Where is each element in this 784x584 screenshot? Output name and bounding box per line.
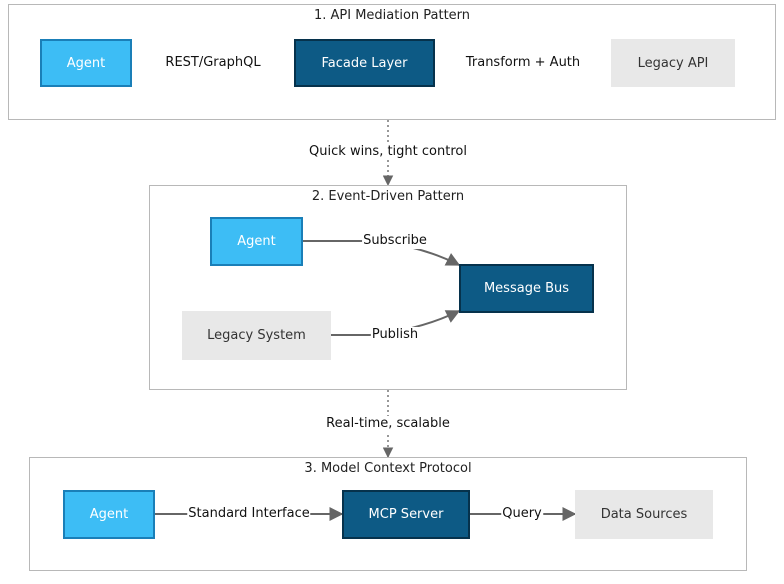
node-agent-api: Agent — [40, 39, 132, 87]
edge-label-transform-auth: Transform + Auth — [464, 55, 582, 71]
section-title-mcp: 3. Model Context Protocol — [304, 461, 472, 476]
node-agent-event: Agent — [210, 217, 303, 266]
node-message-bus: Message Bus — [459, 264, 594, 313]
transition-label-1: Quick wins, tight control — [308, 144, 468, 160]
transition-label-2: Real-time, scalable — [325, 416, 451, 432]
node-legacy-api: Legacy API — [611, 39, 735, 87]
node-mcp-server: MCP Server — [342, 490, 470, 539]
section-event-driven: 2. Event-Driven Pattern — [149, 185, 627, 390]
node-legacy-system: Legacy System — [182, 311, 331, 360]
section-title-event: 2. Event-Driven Pattern — [311, 189, 465, 204]
section-title-api: 1. API Mediation Pattern — [313, 8, 471, 23]
node-data-sources: Data Sources — [575, 490, 713, 539]
section-mcp: 3. Model Context Protocol — [29, 457, 747, 571]
edge-label-query: Query — [501, 506, 543, 522]
edge-label-publish: Publish — [370, 327, 420, 343]
edge-label-subscribe: Subscribe — [362, 233, 428, 249]
node-agent-mcp: Agent — [63, 490, 155, 539]
edge-label-rest-graphql: REST/GraphQL — [164, 55, 262, 71]
node-facade-layer: Facade Layer — [294, 39, 435, 87]
edge-label-standard-interface: Standard Interface — [187, 506, 311, 522]
